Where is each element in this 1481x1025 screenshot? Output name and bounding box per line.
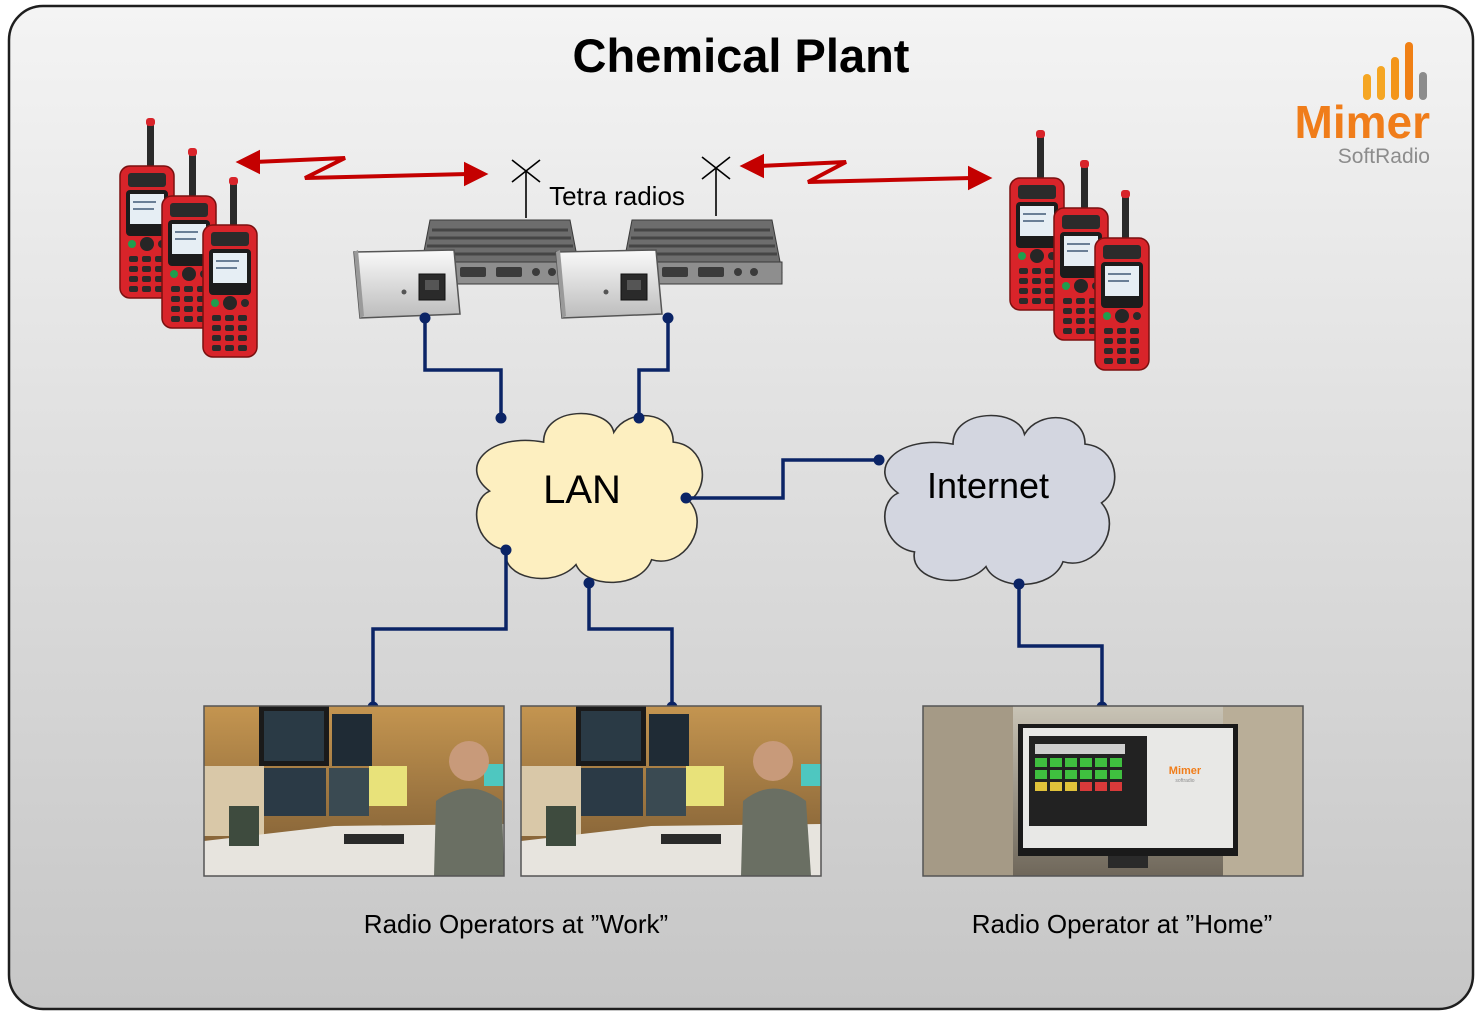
home-screen-brand: Mimer: [1169, 765, 1202, 777]
caption-operator-home: Radio Operator at ”Home”: [972, 909, 1273, 939]
tetra-radios-label: Tetra radios: [549, 181, 685, 211]
logo-bar: [1377, 66, 1385, 100]
wire-lan-internet: [686, 458, 879, 500]
home-screen-brand-sub: softradio: [1175, 778, 1194, 784]
internet-label: Internet: [927, 465, 1049, 506]
wire-internet-home: [1017, 584, 1104, 707]
antenna-right: [701, 156, 731, 216]
operator-photo-home: Mimer softradio: [922, 705, 1304, 877]
logo-name: Mimer: [1295, 96, 1431, 148]
wire-gateway-left-lan: [423, 318, 503, 418]
operator-photo-work-2: [520, 705, 822, 877]
lan-label: LAN: [543, 468, 621, 512]
wire-gateway-right-lan: [637, 318, 670, 418]
logo-bar: [1405, 42, 1413, 100]
wire-lan-operator-1: [371, 550, 508, 707]
caption-operators-work: Radio Operators at ”Work”: [364, 909, 668, 939]
network-wires: [371, 318, 1104, 707]
logo-bar: [1363, 74, 1371, 100]
antenna-left: [511, 159, 541, 218]
logo-bar: [1419, 72, 1427, 100]
diagram-title: Chemical Plant: [573, 29, 910, 82]
operator-photo-work-1: [203, 705, 505, 877]
mimer-softradio-logo: Mimer SoftRadio: [1295, 42, 1431, 168]
wire-junction-dots: [367, 312, 1108, 713]
radio-link-right: [739, 153, 993, 191]
logo-subtitle: SoftRadio: [1338, 145, 1430, 168]
wire-lan-operator-2: [587, 583, 674, 707]
logo-bar: [1391, 57, 1399, 100]
radio-link-left: [235, 149, 489, 187]
